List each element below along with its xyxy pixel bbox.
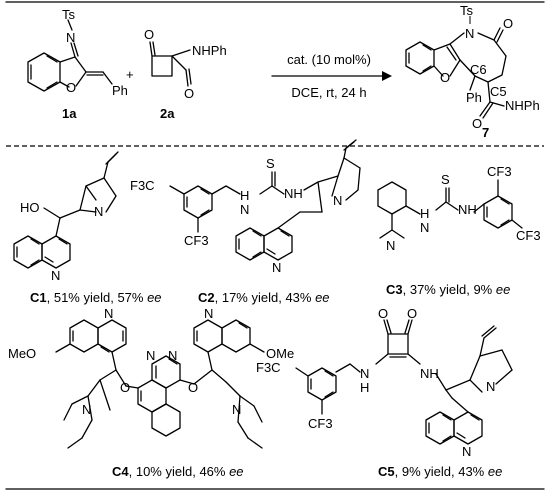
atom-s-c3: S (441, 172, 450, 187)
atom-n: N (66, 30, 75, 45)
atom-n-phthalazine-2-c4: N (168, 348, 177, 363)
atom-cf3-c2: CF3 (184, 233, 209, 248)
atom-nh-c3: NH (458, 202, 477, 217)
atom-nhph-product: NHPh (505, 98, 540, 113)
atom-o-left-c4: O (120, 380, 130, 395)
atom-n-quinuclidine-c5: N (486, 379, 495, 394)
atom-s-c2: S (266, 156, 275, 171)
atom-o-right-c4: O (188, 380, 198, 395)
conditions-above: cat. (10 mol%) (287, 52, 371, 67)
atom-cf3-top-c3: CF3 (487, 164, 512, 179)
caption-c1: C1, 51% yield, 57% ee (30, 290, 162, 305)
catalyst-c2: F3C CF3 S H N NH N N C2, 17% yield, 43% … (130, 139, 361, 305)
atom-f3c-c5: F3C (256, 360, 281, 375)
atom-ph-product: Ph (466, 90, 482, 105)
atom-f3c-c2: F3C (130, 178, 155, 193)
caption-c2: C2, 17% yield, 43% ee (198, 290, 330, 305)
atom-nhph: NHPh (192, 43, 227, 58)
atom-o-furan: O (440, 70, 450, 85)
atom-h-c3: H (420, 206, 429, 221)
atom-nh-c5: NH (420, 366, 439, 381)
atom-ho: HO (20, 200, 40, 215)
atom-n-quinoline-c5: N (462, 444, 471, 459)
atom-n-left-c5: N (360, 366, 369, 381)
atom-ph: Ph (112, 83, 128, 98)
atom-o-lactam: O (503, 16, 513, 31)
label-1a: 1a (62, 106, 77, 121)
label-c6: C6 (470, 62, 487, 77)
atom-n-c3: N (420, 220, 429, 235)
catalyst-c5: O O F3C CF3 N H NH N N C5, 9% yield, 43%… (256, 306, 513, 479)
atom-o-left-c5: O (378, 306, 388, 321)
plus-sign: + (126, 67, 134, 82)
reaction-arrow: cat. (10 mol%) DCE, rt, 24 h (271, 52, 392, 100)
atom-cf3-c5: CF3 (308, 416, 333, 431)
atom-n-right-quinuclidine-c4: N (232, 402, 241, 417)
label-2a: 2a (160, 106, 175, 121)
atom-cf3-right-c3: CF3 (516, 228, 541, 243)
label-7: 7 (482, 125, 489, 140)
caption-c4: C4, 10% yield, 46% ee (112, 464, 244, 479)
label-c5: C5 (490, 84, 507, 99)
atom-n-thiourea-c2: N (240, 202, 249, 217)
catalyst-c3: H N S NH CF3 CF3 N C3, 37% yield, 9% ee (377, 164, 541, 297)
atom-nh-c2: NH (284, 186, 303, 201)
atom-h-left-c5: H (360, 380, 369, 395)
catalyst-c4: MeO N N OMe O O N N N N C4, 10% yield, 4… (8, 306, 294, 479)
atom-n-left-quinuclidine-c4: N (82, 402, 91, 417)
atom-n-right-quinoline-c4: N (204, 306, 213, 321)
atom-n-quinuclidine-c2: N (333, 193, 342, 208)
atom-h-c2: H (240, 188, 249, 203)
atom-n-product: N (465, 26, 474, 41)
atom-o-right-c5: O (407, 306, 417, 321)
atom-n-quinoline-c2: N (272, 260, 281, 275)
reactant-2a: O O NHPh 2a (144, 27, 227, 121)
atom-o: O (66, 80, 76, 95)
conditions-below: DCE, rt, 24 h (291, 85, 366, 100)
caption-c5: C5, 9% yield, 43% ee (378, 464, 502, 479)
atom-ts-product: Ts (460, 3, 474, 18)
product-7: Ts N O O Ph C6 C5 O NHPh 7 (405, 3, 540, 140)
atom-n-quinoline: N (51, 268, 60, 283)
atom-ome-c4: OMe (266, 346, 294, 361)
atom-o-ketone: O (144, 27, 154, 42)
atom-meo-c4: MeO (8, 346, 36, 361)
atom-o-amide-product: O (472, 116, 482, 131)
reactant-1a: N Ts O Ph 1a (27, 7, 128, 121)
atom-n-phthalazine-1-c4: N (146, 348, 155, 363)
atom-ts: Ts (62, 7, 76, 22)
catalyst-c1: HO N N C1, 51% yield, 57% ee (13, 151, 162, 305)
atom-nme2-c3: N (386, 238, 395, 253)
atom-n-left-quinoline-c4: N (104, 306, 113, 321)
atom-o-amide: O (184, 86, 194, 101)
caption-c3: C3, 37% yield, 9% ee (386, 282, 510, 297)
atom-n-quinuclidine: N (94, 204, 103, 219)
